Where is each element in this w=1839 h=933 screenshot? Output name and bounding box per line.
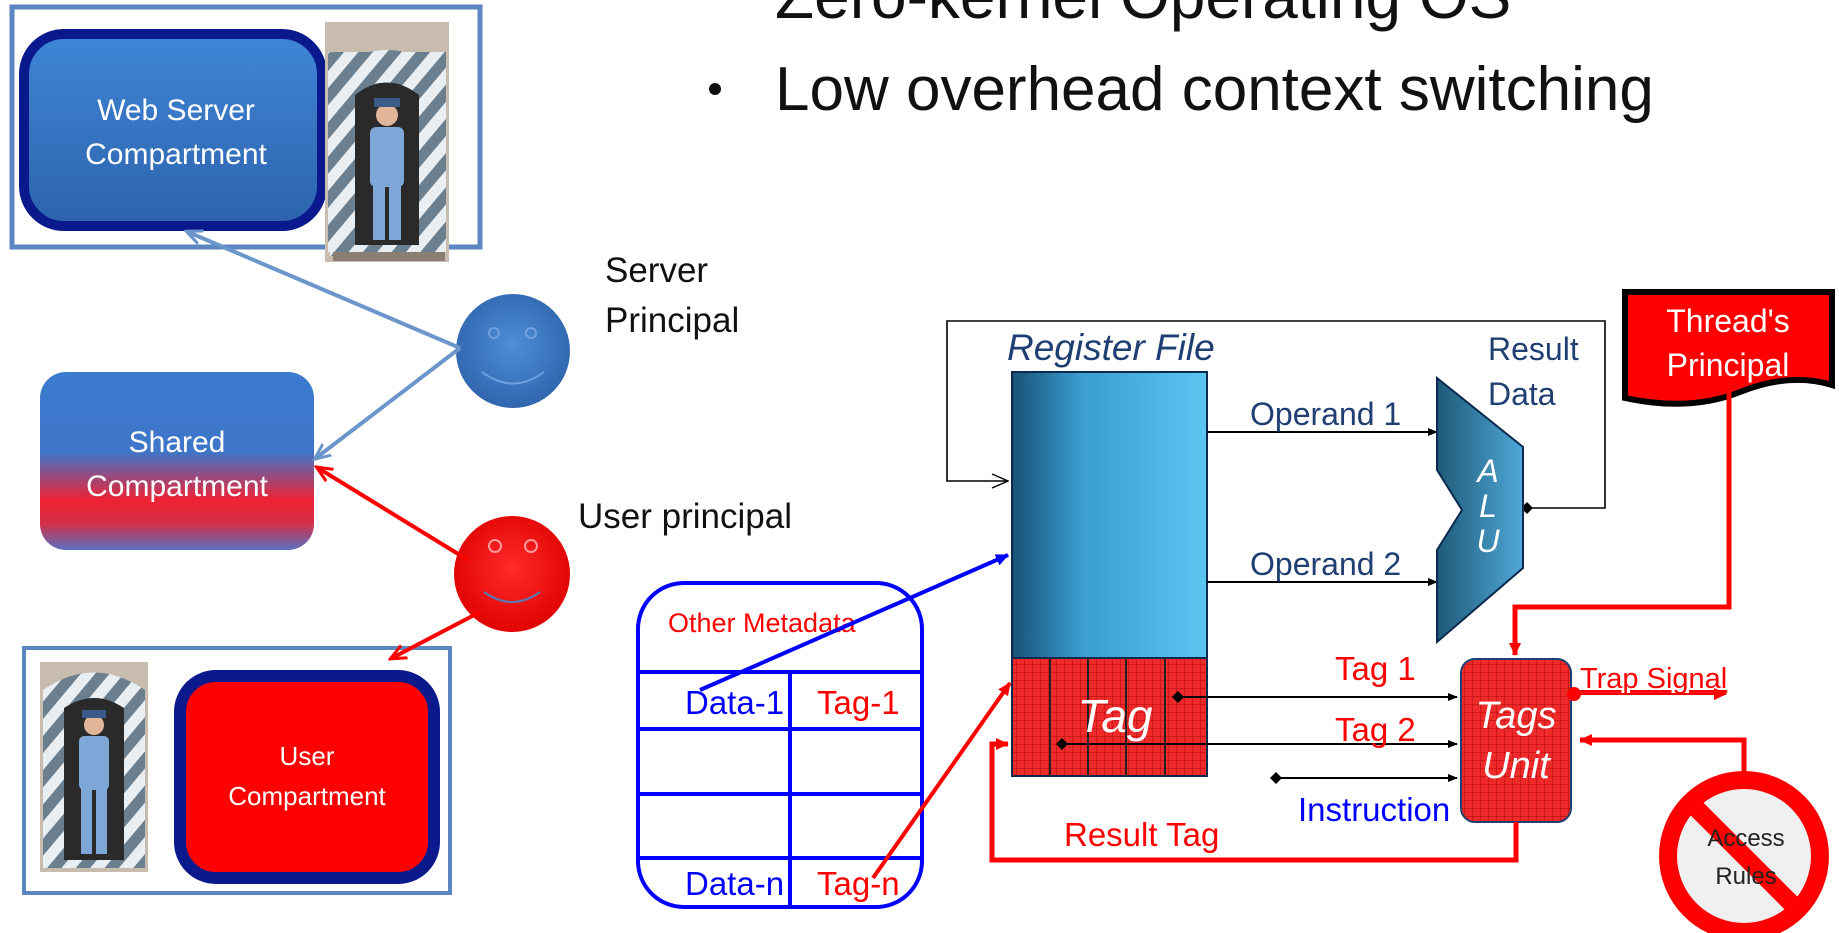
user-compartment-label-2: Compartment: [228, 781, 386, 811]
trap-signal-label: Trap Signal: [1580, 663, 1727, 695]
result-data-loop: [946, 320, 1606, 509]
server-principal-smiley: [456, 294, 570, 408]
bullet-low-overhead: Low overhead context switching: [775, 55, 1654, 124]
web-server-compartment-label-2: Compartment: [85, 138, 267, 171]
result-data-label-1: Result: [1488, 331, 1579, 367]
shared-compartment-label-1: Shared: [129, 426, 226, 459]
result-data-label-2: Data: [1488, 376, 1556, 412]
result-tag-label: Result Tag: [1064, 816, 1219, 853]
guard-image-top: [325, 22, 449, 262]
tags-unit-label-2: Unit: [1482, 745, 1551, 787]
alu-label-l: L: [1479, 488, 1497, 524]
access-rules-to-tags-unit-line: [1579, 734, 1747, 774]
result-tag-loop: [989, 738, 1519, 863]
threads-principal-label-1: Thread's: [1666, 303, 1790, 339]
server-principal-label-2: Principal: [605, 301, 739, 340]
metadata-table: Other Metadata Data-1 Tag-1 Data-n Tag-n: [636, 581, 924, 909]
web-server-compartment-box: [19, 29, 327, 231]
instruction-label: Instruction: [1298, 791, 1450, 828]
arrow-user-to-shared: [318, 468, 470, 562]
register-file-block: [1011, 371, 1208, 659]
web-server-compartment-label-1: Web Server: [97, 94, 255, 127]
access-rules-no-sign-icon: [1659, 771, 1829, 933]
operand-2-label: Operand 2: [1250, 546, 1401, 582]
tag-block: [1011, 657, 1208, 777]
arrow-tagn-to-tag: [871, 681, 1012, 880]
metadata-table-frame: [636, 581, 924, 909]
arrow-server-to-shared: [316, 346, 462, 458]
shared-compartment-label-2: Compartment: [86, 470, 268, 503]
user-compartment-label-1: User: [280, 741, 335, 771]
alu-shape: [1436, 375, 1524, 645]
access-rules-label-2: Rules: [1715, 863, 1776, 890]
tag-2-label: Tag 2: [1335, 711, 1416, 748]
threads-principal-flag: [1622, 289, 1835, 407]
server-principal-label-1: Server: [605, 251, 708, 290]
user-principal-label: User principal: [578, 497, 792, 536]
shared-compartment-box: [40, 372, 314, 550]
guard-image-bottom: [40, 662, 148, 872]
alu-label-a: A: [1475, 453, 1498, 489]
arrow-data1-to-register: [699, 553, 1009, 692]
principal-to-tags-unit-line: [1509, 392, 1732, 656]
tags-unit-block: [1460, 658, 1572, 823]
arrow-user-to-user-compartment: [392, 610, 481, 658]
alu-label-u: U: [1476, 523, 1500, 559]
access-rules-label-1: Access: [1707, 825, 1784, 852]
bullet-zero-kernel: Zero-kernel Operating OS: [775, 0, 1511, 32]
tag-1-cell: Tag-1: [817, 684, 900, 721]
arrow-server-to-web: [188, 232, 461, 350]
user-compartment-group: User Compartment: [22, 646, 452, 895]
tag-1-label: Tag 1: [1335, 650, 1416, 687]
operand-1-label: Operand 1: [1250, 396, 1401, 432]
tag-n-cell: Tag-n: [817, 865, 900, 902]
data-n-cell: Data-n: [685, 865, 784, 902]
tags-unit-label-1: Tags: [1476, 695, 1557, 737]
user-compartment-box: [174, 670, 440, 884]
bullet-dot: [709, 83, 721, 95]
web-server-compartment-group: Web Server Compartment: [9, 4, 483, 262]
register-file-label: Register File: [1007, 327, 1215, 368]
tag-block-label: Tag: [1077, 690, 1152, 742]
threads-principal-label-2: Principal: [1667, 347, 1790, 383]
user-principal-smiley: [454, 516, 570, 632]
